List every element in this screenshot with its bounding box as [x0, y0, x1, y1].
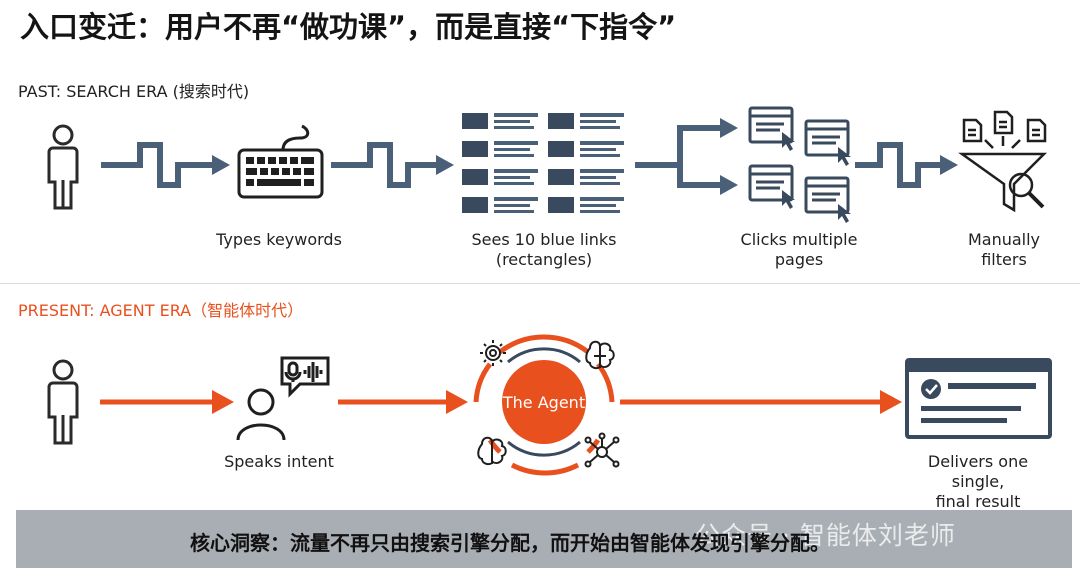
result-box-icon — [905, 358, 1052, 439]
past-arrow-1 — [101, 142, 212, 188]
caption-clicks-pages: Clicks multiple pages — [740, 230, 858, 269]
caption-types-keywords: Types keywords — [216, 230, 342, 249]
page-title: 入口变迁：用户不再“做功课”，而是直接“下指令” — [20, 10, 677, 44]
past-arrow-4 — [855, 142, 940, 188]
brain-circuit-icon — [477, 436, 507, 466]
past-section-label: PAST: SEARCH ERA (搜索时代) — [18, 82, 250, 101]
past-arrow-3b — [677, 165, 720, 188]
link-list-icon — [462, 113, 624, 213]
caption-delivers-result: Delivers one single, final result box — [927, 452, 1029, 531]
section-divider — [0, 283, 1080, 284]
past-arrow-2 — [331, 142, 436, 188]
keyboard-icon — [237, 124, 324, 199]
insight-text: 核心洞察：流量不再只由搜索引擎分配，而开始由智能体发现引擎分配。 — [190, 531, 830, 555]
filter-funnel-icon — [958, 110, 1048, 213]
caption-speaks-intent: Speaks intent — [224, 452, 334, 471]
agent-label: The Agent — [502, 393, 585, 412]
caption-sees-links: Sees 10 blue links (rectangles) — [471, 230, 617, 269]
watermark: 公众号 · 智能体刘老师 — [695, 521, 956, 550]
present-user-icon — [47, 359, 79, 445]
browser-windows-icon — [748, 106, 850, 214]
gear-icon — [480, 340, 506, 366]
past-user-icon — [47, 124, 79, 210]
brain-icon — [585, 340, 615, 370]
network-icon — [584, 432, 620, 468]
past-arrow-3 — [635, 125, 720, 168]
caption-manually-filters: Manually filters — [967, 230, 1041, 269]
agent-hub: The Agent — [473, 334, 615, 476]
insight-bar — [16, 510, 1072, 568]
speaking-person-icon — [236, 356, 330, 441]
present-section-label: PRESENT: AGENT ERA（智能体时代） — [18, 301, 304, 320]
